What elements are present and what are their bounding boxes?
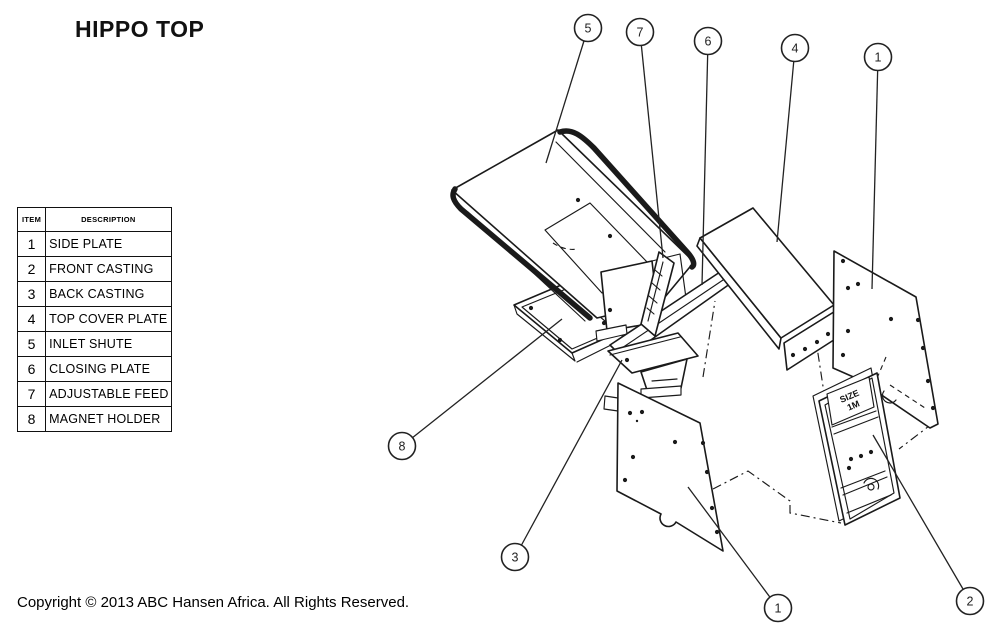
balloon-7: 7 [625,17,655,47]
part-top-cover-plate [696,207,841,371]
name-plate-line2: 1M [846,398,861,412]
copyright-notice: Copyright © 2013 ABC Hansen Africa. All … [17,594,410,611]
table-row: 2 FRONT CASTING [16,256,172,282]
item-number: 4 [16,306,47,332]
leader-6 [701,40,709,286]
leader-lines [401,27,971,609]
svg-text:2: 2 [967,595,974,609]
leader-1-bottom [687,486,779,609]
item-number: 7 [16,381,47,407]
item-number: 3 [16,281,47,307]
item-description: CLOSING PLATE [45,356,172,382]
svg-text:4: 4 [792,42,799,56]
table-row: 3 BACK CASTING [16,281,172,307]
item-description: SIDE PLATE [45,231,172,257]
item-description: MAGNET HOLDER [45,406,172,432]
balloon-6: 6 [693,26,723,56]
balloon-4: 4 [780,33,810,63]
leader-1-top [871,56,879,290]
item-number: 8 [16,406,47,432]
leader-7 [639,31,664,259]
svg-text:1: 1 [775,602,782,616]
balloon-3: 3 [500,542,530,572]
leader-5 [545,27,589,164]
item-description: INLET SHUTE [45,331,172,357]
item-number: 1 [16,231,47,257]
leader-3 [514,359,623,558]
svg-text:1: 1 [875,51,882,65]
part-back-casting [607,332,699,399]
table-row: 5 INLET SHUTE [16,331,172,357]
col-header-item: ITEM [16,207,47,232]
table-row: 8 MAGNET HOLDER [16,406,172,432]
balloon-5: 5 [573,13,603,43]
part-side-plate-right [832,250,939,429]
parts-table: ITEM DESCRIPTION 1 SIDE PLATE 2 FRONT CA… [16,207,172,432]
svg-text:8: 8 [399,440,406,454]
item-description: ADJUSTABLE FEED [45,381,172,407]
callout-balloons: 5 7 6 4 1 8 3 [387,13,985,623]
table-row: 6 CLOSING PLATE [16,356,172,382]
svg-text:5: 5 [585,22,592,36]
drawing-title: HIPPO TOP [75,16,205,42]
svg-text:6: 6 [705,35,712,49]
balloon-1-bottom: 1 [763,593,793,623]
table-row: 7 ADJUSTABLE FEED [16,381,172,407]
balloon-2: 2 [955,586,985,616]
leader-2 [872,434,971,602]
part-side-plate-bottom [603,382,724,552]
item-description: TOP COVER PLATE [45,306,172,332]
leader-8 [401,318,563,447]
table-row: 4 TOP COVER PLATE [16,306,172,332]
part-front-casting: SIZE 1M [812,367,901,526]
table-row: 1 SIDE PLATE [16,231,172,257]
item-number: 2 [16,256,47,282]
balloon-1-top: 1 [863,42,893,72]
svg-text:3: 3 [512,551,519,565]
part-adjustable-feed [640,251,675,337]
leader-4 [776,47,796,243]
item-description: BACK CASTING [45,281,172,307]
balloon-8: 8 [387,431,417,461]
svg-text:7: 7 [637,26,644,40]
